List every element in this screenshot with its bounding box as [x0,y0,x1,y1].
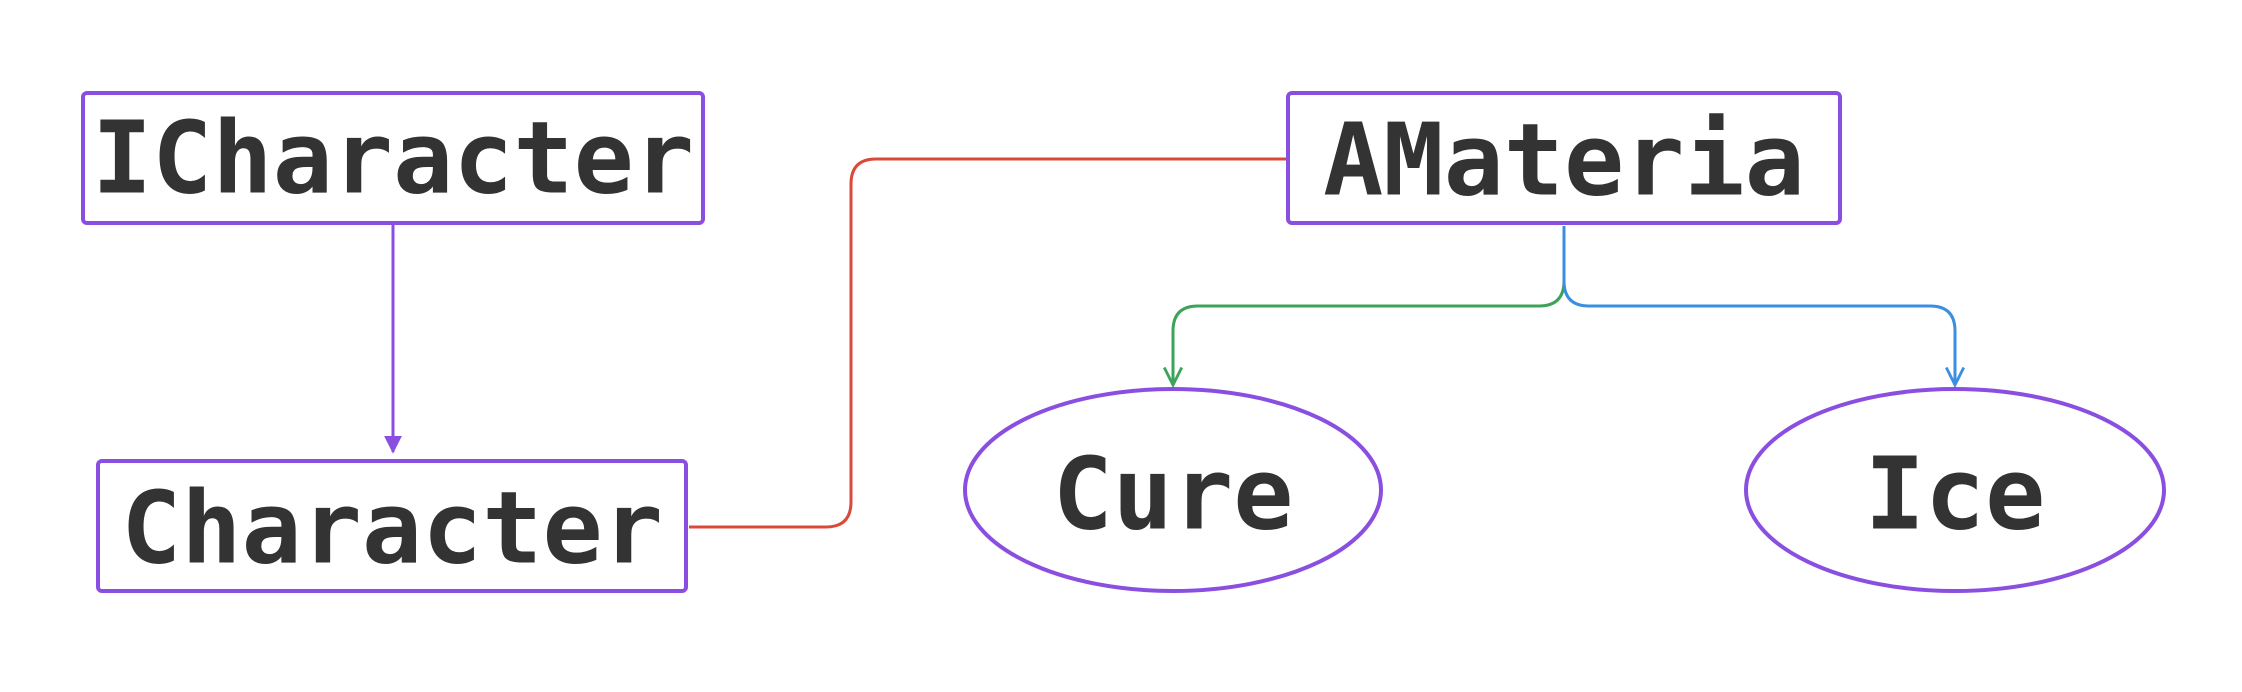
edge-amateria-to-ice [1562,226,1955,385]
node-icharacter-box [81,91,705,225]
node-cure-ellipse [963,387,1383,593]
edge-amateria-to-cure [1173,226,1566,385]
edge-character-to-amateria [689,157,1287,529]
node-ice-ellipse [1744,387,2166,593]
node-icharacter-label: ICharacter [92,100,694,217]
node-icharacter[interactable]: ICharacter [81,91,705,225]
node-ice[interactable]: Ice [1744,387,2166,593]
node-character-label: Character [121,470,663,587]
node-ice-label: Ice [1865,436,2046,553]
node-character-box [96,459,688,593]
node-amateria-box [1286,91,1842,225]
node-amateria-label: AMateria [1323,102,1805,219]
node-character[interactable]: Character [96,459,688,593]
node-amateria[interactable]: AMateria [1286,91,1842,225]
node-cure-label: Cure [1053,436,1294,553]
node-cure[interactable]: Cure [963,387,1383,593]
